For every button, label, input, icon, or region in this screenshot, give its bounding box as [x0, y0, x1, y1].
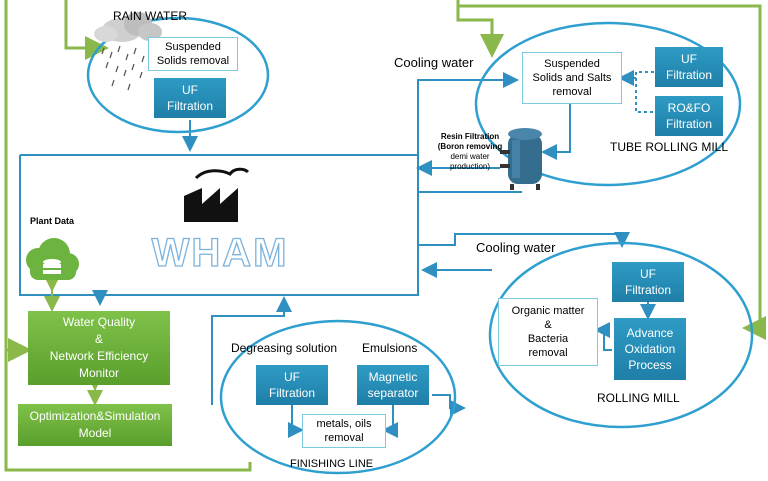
resin-filtration-label: Resin Filtration (Boron removing demi wa…: [434, 132, 506, 172]
tube-suspended-salts-box: Suspended Solids and Salts removal: [522, 52, 622, 104]
resin-tank-icon: [500, 128, 542, 190]
tube-uf-filtration-box: UF Filtration: [655, 47, 723, 87]
resin-line3: demi water: [450, 152, 490, 161]
rolling-uf-line1: UF: [640, 267, 656, 281]
rain-uf-line1: UF: [182, 83, 198, 97]
water-quality-monitor-box: Water Quality & Network Efficiency Monit…: [28, 311, 170, 385]
plant-link: [44, 276, 103, 406]
suspended-solids-line1: Suspended: [165, 41, 221, 53]
ro-fo-line2: Filtration: [665, 117, 712, 131]
plant-data-label: Plant Data: [30, 216, 75, 226]
rain-water-title: RAIN WATER: [113, 9, 187, 23]
optimization-simulation-box: Optimization&Simulation Model: [18, 404, 172, 446]
suspended-solids-box: Suspended Solids removal: [148, 37, 238, 71]
organic-line3: Bacteria: [527, 333, 569, 345]
ro-fo-filtration-box: RO&FO Filtration: [655, 96, 723, 136]
tube-mill-ellipse: [474, 21, 742, 187]
tube-ss-line1: Suspended: [544, 58, 600, 70]
tube-uf-line1: UF: [681, 52, 697, 66]
monitor-line4: Monitor: [78, 366, 119, 380]
finishing-uf-filtration-box: UF Filtration: [256, 365, 328, 405]
metals-line2: removal: [324, 432, 364, 444]
aop-line1: Advance: [626, 326, 674, 340]
rolling-mill-ellipse: [488, 241, 754, 429]
monitor-line2: &: [94, 332, 103, 346]
rolling-uf-line2: Filtration: [624, 283, 671, 297]
tube-cooling-water-label: Cooling water: [394, 55, 474, 70]
tube-dash-lines: [618, 70, 654, 113]
organic-bacteria-box: Organic matter & Bacteria removal: [498, 298, 598, 366]
blue-flow-lines: [92, 72, 656, 438]
rolling-uf-filtration-box: UF Filtration: [612, 262, 684, 302]
organic-line4: removal: [528, 347, 568, 359]
suspended-solids-line2: Solids removal: [156, 55, 230, 67]
organic-line2: &: [544, 319, 552, 331]
rain-uf-line2: Filtration: [166, 99, 213, 113]
wham-logo-text: WHAM: [152, 231, 289, 275]
metals-line1: metals, oils: [316, 418, 372, 430]
resin-line4: production): [449, 162, 491, 171]
finishing-ellipse: [219, 319, 457, 475]
rain-cloud-icon: [94, 12, 162, 91]
magnetic-line2: separator: [367, 386, 419, 400]
rain-water-ellipse: [86, 16, 270, 134]
tube-uf-line2: Filtration: [665, 68, 712, 82]
resin-line1: Resin Filtration: [440, 132, 500, 141]
tube-ss-line2: Solids and Salts: [532, 72, 612, 84]
ro-fo-line1: RO&FO: [667, 101, 711, 115]
tube-rolling-mill-label: TUBE ROLLING MILL: [610, 140, 729, 154]
organic-line1: Organic matter: [511, 305, 585, 317]
optim-line2: Model: [78, 426, 112, 440]
advance-oxidation-box: Advance Oxidation Process: [614, 318, 686, 380]
rain-uf-filtration-box: UF Filtration: [154, 78, 226, 118]
finishing-uf-line1: UF: [284, 370, 300, 384]
tube-ss-line3: removal: [552, 86, 592, 98]
magnetic-separator-box: Magnetic separator: [357, 365, 429, 405]
database-cloud-icon: [26, 238, 79, 280]
degreasing-solution-label: Degreasing solution: [231, 341, 338, 355]
metals-oils-removal-box: metals, oils removal: [302, 414, 386, 448]
rolling-cooling-water-label: Cooling water: [476, 240, 556, 255]
green-feed-lines: [4, 0, 766, 472]
finishing-uf-line2: Filtration: [268, 386, 315, 400]
emulsions-label: Emulsions: [362, 341, 418, 355]
monitor-line3: Network Efficiency: [49, 349, 149, 363]
factory-icon: [184, 167, 250, 222]
monitor-line1: Water Quality: [62, 315, 136, 329]
magnetic-line1: Magnetic: [368, 370, 418, 384]
rolling-mill-label: ROLLING MILL: [597, 391, 680, 405]
aop-line2: Oxidation: [624, 342, 676, 356]
finishing-line-label: FINISHING LINE: [290, 458, 374, 470]
optim-line1: Optimization&Simulation: [29, 409, 161, 423]
aop-line3: Process: [628, 358, 672, 372]
resin-line2: (Boron removing: [437, 142, 503, 151]
